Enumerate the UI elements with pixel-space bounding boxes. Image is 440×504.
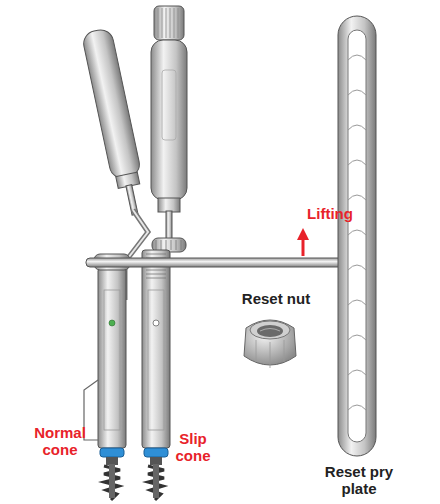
reset-nut: [244, 320, 296, 368]
part-label: Normal cone: [30, 424, 90, 458]
cone-ring: [100, 448, 124, 457]
part-label: Reset nut: [236, 290, 316, 307]
reset-pry-plate: [338, 16, 376, 456]
pedicle-screw: [148, 457, 164, 500]
tower-left: [84, 268, 126, 448]
reduction-rod: [86, 258, 356, 267]
vertical-driver: [151, 6, 187, 252]
part-label: Reset pry plate: [320, 463, 398, 497]
tower-right: [142, 250, 170, 448]
part-label: Slip cone: [168, 430, 218, 464]
part-label: Lifting: [300, 205, 360, 222]
lifting-arrow: [302, 238, 305, 256]
cone-ring: [144, 448, 168, 457]
pedicle-screw: [104, 457, 120, 500]
angled-driver: [81, 28, 149, 218]
